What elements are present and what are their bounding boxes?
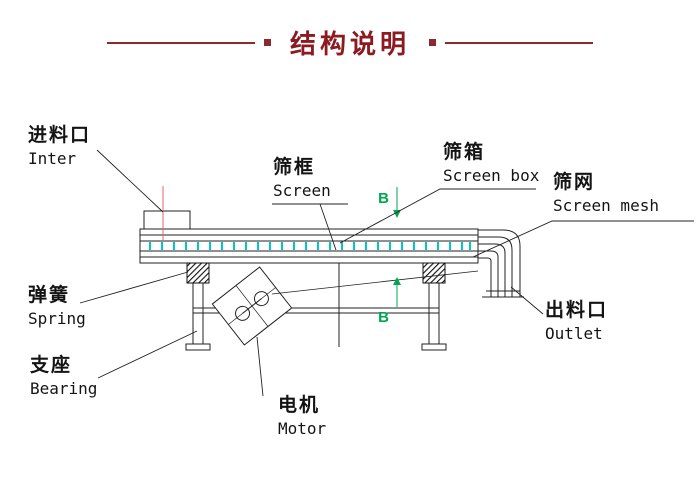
label-spring-zh: 弹簧 xyxy=(28,284,71,306)
label-screen-frame-zh: 筛框 xyxy=(273,156,316,178)
vibration-motor xyxy=(211,266,293,346)
label-outlet-zh: 出料口 xyxy=(545,299,609,321)
label-bearing-zh: 支座 xyxy=(30,354,73,376)
section-marker-top: B xyxy=(378,187,401,218)
label-inlet: 进料口 Inter xyxy=(28,124,92,168)
leader-screen-mesh xyxy=(472,220,694,258)
label-screen-mesh: 筛网 Screen mesh xyxy=(553,171,659,215)
leader-inlet xyxy=(96,149,164,213)
label-screen-box: 筛箱 Screen box xyxy=(443,141,540,185)
leader-outlet xyxy=(510,286,544,315)
label-inlet-en: Inter xyxy=(28,148,77,168)
label-screen-box-zh: 筛箱 xyxy=(443,141,486,163)
label-bearing: 支座 Bearing xyxy=(30,354,98,398)
spring-right xyxy=(422,262,446,284)
title-square-left xyxy=(263,39,271,46)
leader-bearing xyxy=(97,330,198,379)
label-spring-en: Spring xyxy=(28,308,86,328)
mesh-ticks xyxy=(149,242,471,250)
label-outlet-en: Outlet xyxy=(545,323,603,343)
label-screen-box-en: Screen box xyxy=(443,165,540,185)
page-header: 结构说明 xyxy=(0,24,700,61)
label-screen-frame-en: Screen xyxy=(273,180,331,200)
title-rule-right xyxy=(445,41,593,44)
label-motor-en: Motor xyxy=(278,418,327,438)
support-frame xyxy=(185,263,447,351)
title-rule-left xyxy=(106,41,255,44)
label-motor: 电机 Motor xyxy=(278,394,327,438)
label-screen-mesh-zh: 筛网 xyxy=(553,171,596,193)
section-letter-top: B xyxy=(378,190,389,207)
label-motor-zh: 电机 xyxy=(278,394,321,416)
label-outlet: 出料口 Outlet xyxy=(545,299,609,343)
outlet-chute xyxy=(478,229,524,298)
title-square-right xyxy=(429,39,436,46)
section-letter-bottom: B xyxy=(378,309,389,326)
label-spring: 弹簧 Spring xyxy=(28,284,86,328)
spring-left xyxy=(186,262,210,284)
label-bearing-en: Bearing xyxy=(30,378,98,398)
label-inlet-zh: 进料口 xyxy=(28,124,92,146)
page-title: 结构说明 xyxy=(289,29,410,59)
inlet-port xyxy=(143,210,191,230)
label-screen-mesh-en: Screen mesh xyxy=(553,195,659,215)
leader-spring xyxy=(79,271,189,304)
motor-shaft-line xyxy=(271,270,479,295)
section-marker-bottom: B xyxy=(378,277,401,326)
leader-screen-frame xyxy=(272,203,348,251)
label-screen-frame: 筛框 Screen xyxy=(273,156,331,200)
leader-lines xyxy=(79,149,694,397)
leader-screen-box xyxy=(339,188,536,244)
screen-body xyxy=(139,228,479,264)
leader-motor xyxy=(256,336,264,397)
